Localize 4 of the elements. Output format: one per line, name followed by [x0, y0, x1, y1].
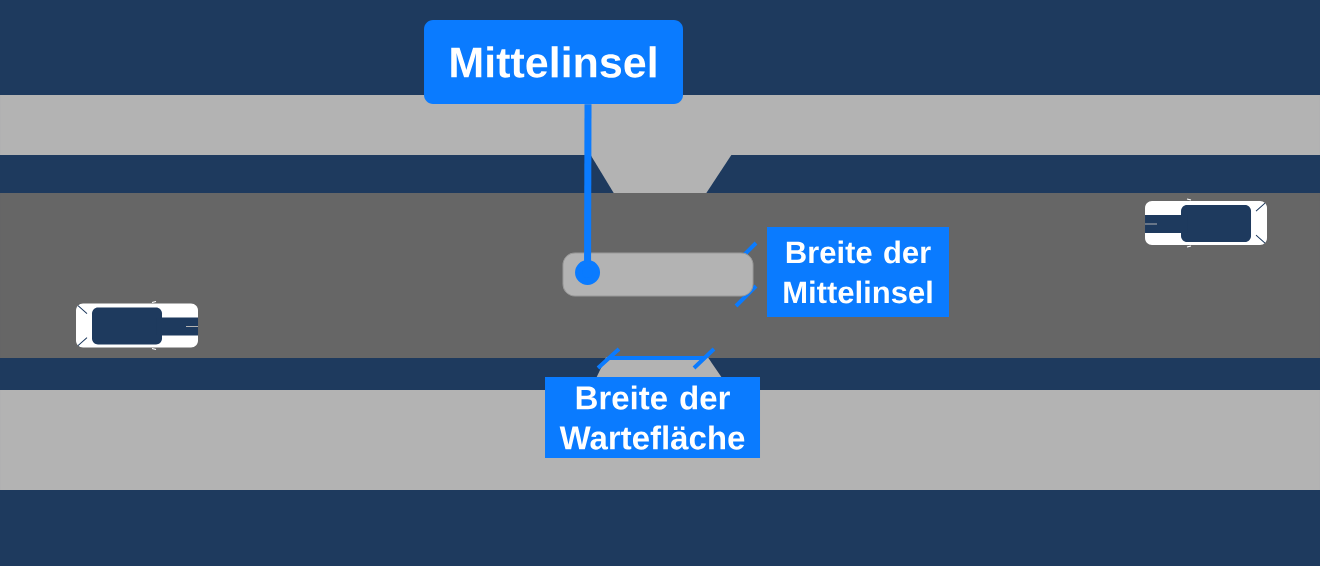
- traffic-island: [562, 252, 754, 297]
- label-box: Breite der Wartefläche: [545, 377, 760, 458]
- label-box: Mittelinsel: [424, 20, 683, 104]
- label-box: Breite der Mittelinsel: [767, 227, 949, 317]
